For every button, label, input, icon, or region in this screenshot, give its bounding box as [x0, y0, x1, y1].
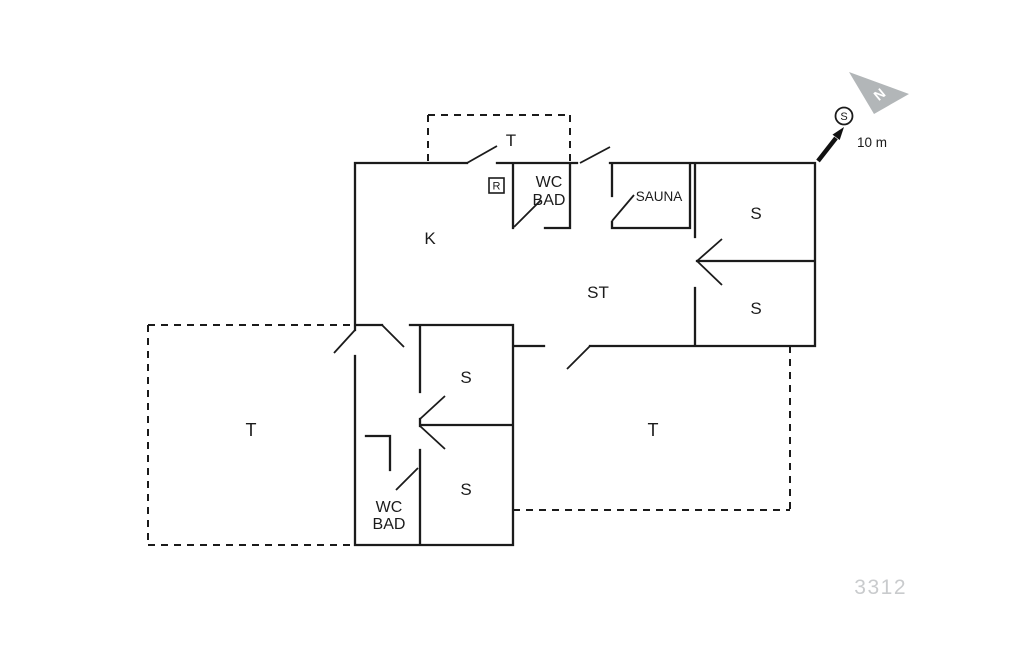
- label-living-room: ST: [587, 283, 609, 302]
- label-bedroom-northeast: S: [750, 204, 761, 223]
- tech-room-box: [488, 177, 505, 194]
- distance-label: 10 m: [857, 135, 887, 150]
- label-bath-bottom-bad: BAD: [373, 516, 406, 533]
- north-arrow-icon: [849, 72, 909, 114]
- direction-marker: S 10 m: [816, 106, 887, 163]
- label-bath-top-bad: BAD: [533, 192, 566, 209]
- plan-number: 3312: [854, 576, 907, 599]
- label-terrace-top: T: [506, 131, 516, 150]
- label-terrace-left: T: [246, 420, 257, 440]
- label-sauna: SAUNA: [636, 189, 683, 204]
- label-kitchen: K: [424, 229, 436, 248]
- direction-arrow-icon: [832, 127, 844, 140]
- label-bedroom-middle: S: [460, 368, 471, 387]
- label-tech-room: R: [493, 181, 501, 193]
- label-bedroom-south: S: [460, 480, 471, 499]
- direction-arrow-shaft: [816, 136, 838, 163]
- direction-marker-circle: [834, 106, 854, 126]
- door-swings: [333, 145, 723, 491]
- label-bedroom-east: S: [750, 299, 761, 318]
- label-terrace-right: T: [648, 420, 659, 440]
- terrace-outlines: [147, 114, 791, 546]
- walls-solid: [353, 161, 817, 547]
- north-arrow: N: [849, 72, 909, 114]
- direction-marker-letter: S: [840, 111, 847, 123]
- label-bath-bottom-wc: WC: [376, 499, 403, 516]
- label-bath-top-wc: WC: [536, 174, 563, 191]
